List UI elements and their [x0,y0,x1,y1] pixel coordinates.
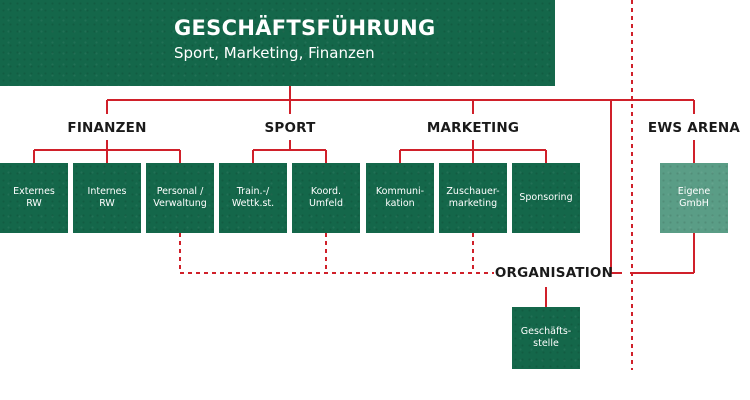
unit-externes-rw: Externes RW [0,163,68,233]
unit-personal-verwaltung: Personal / Verwaltung [146,163,214,233]
management-box: GESCHÄFTSFÜHRUNG Sport, Marketing, Finan… [0,0,555,86]
department-organisation: ORGANISATION [494,265,614,281]
unit-internes-rw: Internes RW [73,163,141,233]
management-subtitle: Sport, Marketing, Finanzen [174,44,375,62]
unit-koord-umfeld: Koord. Umfeld [292,163,360,233]
department-sport: SPORT [264,120,316,136]
department-finanzen: FINANZEN [67,120,147,136]
department-ews-arena: EWS ARENA [647,120,741,136]
department-marketing: MARKETING [426,120,520,136]
unit-eigene-gmbh: Eigene GmbH [660,163,728,233]
management-title: GESCHÄFTSFÜHRUNG [174,16,436,40]
unit-geschaeftsstelle: Geschäfts- stelle [512,307,580,369]
unit-training: Train.-/ Wettk.st. [219,163,287,233]
unit-zuschauermarketing: Zuschauer- marketing [439,163,507,233]
unit-sponsoring: Sponsoring [512,163,580,233]
unit-kommunikation: Kommuni- kation [366,163,434,233]
